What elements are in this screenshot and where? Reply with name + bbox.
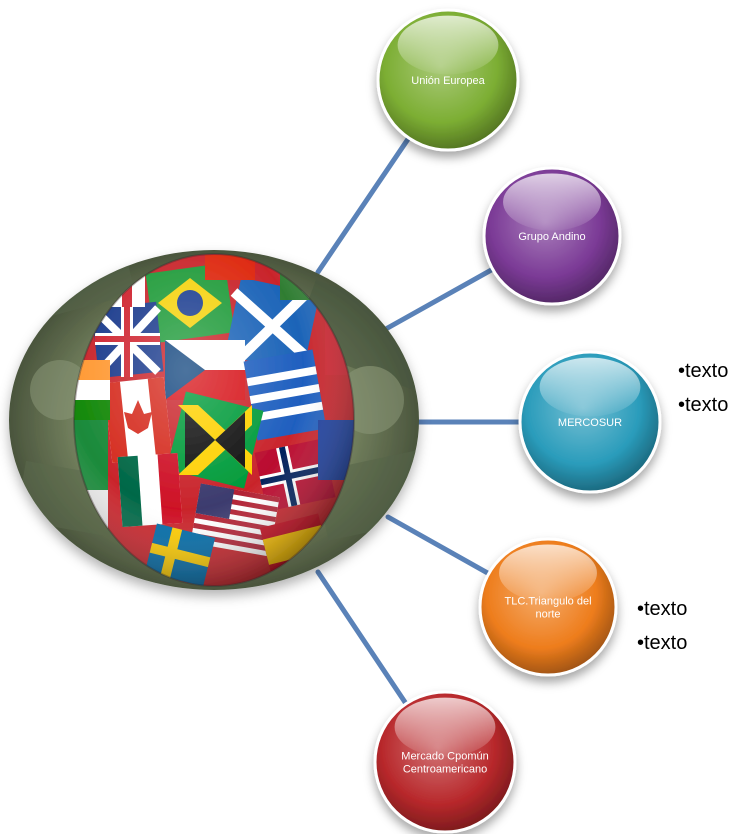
- node-union-europea[interactable]: Unión Europea: [376, 8, 520, 152]
- node-highlight: [539, 357, 641, 417]
- node-label: Unión Europea: [411, 75, 485, 87]
- connector-line-union-europea: [315, 134, 413, 275]
- flags-globe-icon: [9, 250, 419, 590]
- connector-line-mercado-comun: [315, 569, 410, 708]
- node-highlight: [499, 544, 597, 602]
- connector-line-tlc-triangulo: [385, 514, 493, 577]
- node-label: TLC.Triangulo del: [504, 596, 591, 608]
- node-label: Grupo Andino: [518, 231, 585, 243]
- node-mercosur[interactable]: MERCOSUR: [518, 350, 662, 494]
- node-label: Centroamericano: [403, 764, 487, 776]
- bullet-item: •texto: [637, 632, 687, 654]
- node-label: MERCOSUR: [558, 417, 622, 429]
- bullet-item: •texto: [637, 598, 687, 620]
- connector-line-grupo-andino: [381, 266, 497, 333]
- node-grupo-andino[interactable]: Grupo Andino: [482, 166, 622, 306]
- node-label: Mercado Cpomún: [401, 751, 488, 763]
- bullet-item: •texto: [678, 394, 728, 416]
- bullet-item: •texto: [678, 360, 728, 382]
- connector-lines: [315, 134, 524, 708]
- node-label: norte: [535, 609, 560, 621]
- node-highlight: [503, 173, 601, 231]
- node-highlight: [394, 697, 496, 757]
- node-highlight: [397, 15, 499, 75]
